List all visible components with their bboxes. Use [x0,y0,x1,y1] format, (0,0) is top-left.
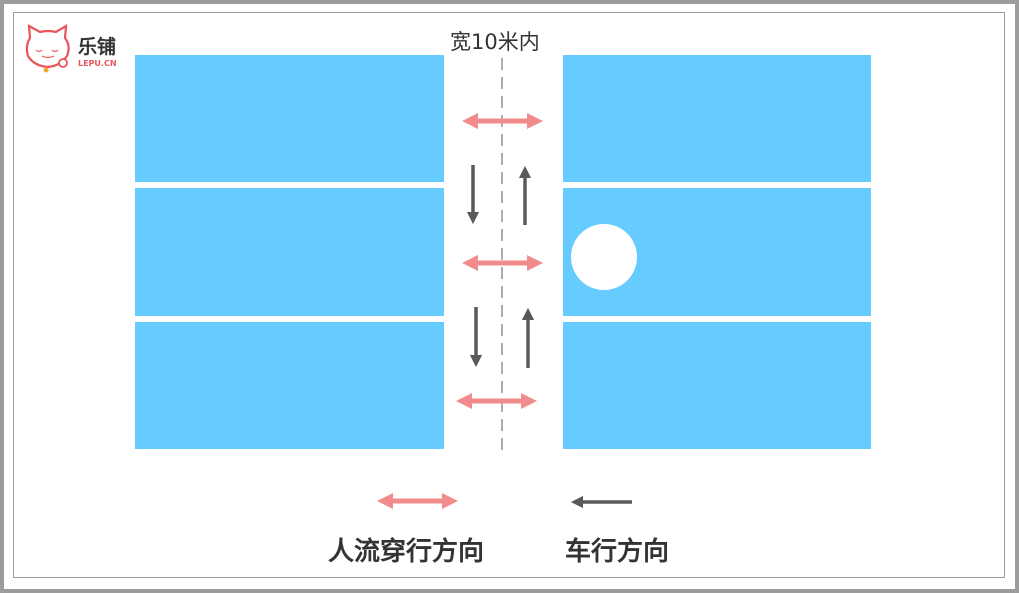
blocks [135,55,871,449]
circle-marker [571,224,637,290]
legend-vehicle-label: 车行方向 [565,537,670,567]
svg-text:LEPU.CN: LEPU.CN [78,59,117,68]
right-block-1 [563,55,871,182]
svg-text:乐铺: 乐铺 [78,35,116,58]
width-label: 宽10米内 [450,30,540,54]
left-block-1 [135,55,444,182]
vehicle-arrows [466,165,632,509]
legend-pedestrian-label: 人流穿行方向 [328,537,485,567]
left-block-3 [135,322,444,449]
pedestrian-arrows [376,112,544,510]
logo: 乐铺 LEPU.CN [25,23,117,73]
inner-border [13,12,1005,578]
left-block-2 [135,188,444,316]
right-block-3 [563,322,871,449]
